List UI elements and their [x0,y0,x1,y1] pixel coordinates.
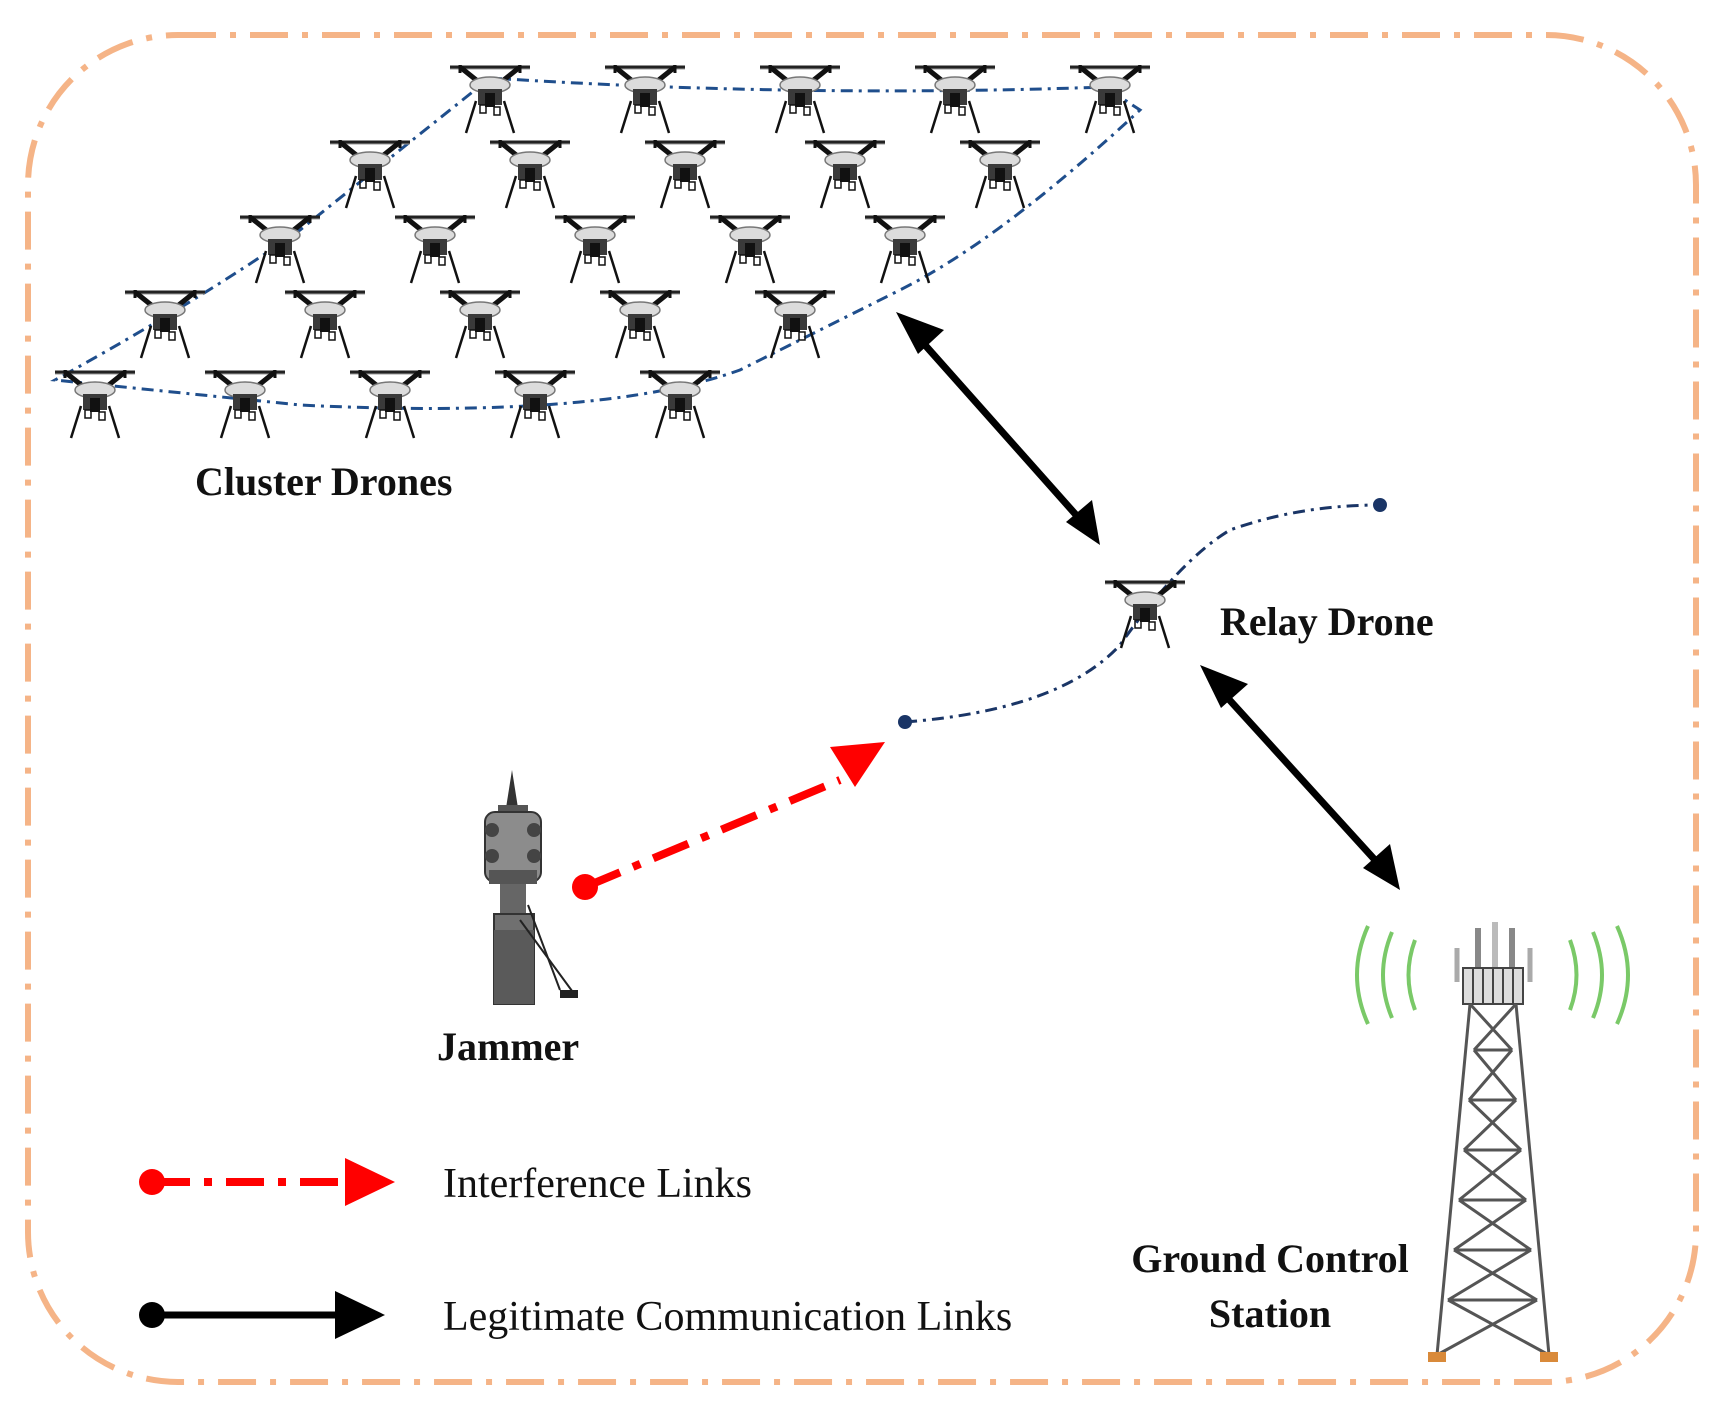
drone-icon [205,370,285,438]
arrowhead-relay [1066,500,1100,545]
arrowhead-cluster [896,312,944,354]
drone-icon [350,370,430,438]
legend-legitimate-arrowhead [335,1291,385,1339]
legend-interference-label: Interference Links [443,1161,752,1207]
trajectory-end-dot [1373,498,1387,512]
legend-legitimate-label: Legitimate Communication Links [443,1294,1012,1340]
jammer-icon [484,770,578,1005]
station-label-line1: Ground Control [1131,1236,1408,1281]
lattice-tower-icon [1428,922,1558,1362]
interference-link [583,776,842,891]
signal-waves-left [1355,925,1417,1025]
interference-arrowhead [830,742,885,787]
legend-legitimate-dot [139,1302,165,1328]
drone-icon [555,215,635,283]
system-boundary [25,32,1699,1385]
legend-interference-dot [139,1169,165,1195]
arrowhead-station [1363,844,1400,890]
arrowhead-relay-2 [1200,665,1248,708]
relay-drone-icon [1105,580,1185,648]
link-cluster-relay [922,342,1088,528]
legend-interference-arrowhead [345,1158,395,1206]
cluster-drones-label: Cluster Drones [195,459,452,504]
interference-origin-dot [572,874,598,900]
drone-icon [285,290,365,358]
drone-icon [125,290,205,358]
drone-icon [805,140,885,208]
drone-icon [240,215,320,283]
station-label-line2: Station [1209,1291,1331,1336]
cluster-drones-group [55,65,1150,438]
drone-icon [1070,65,1150,133]
drone-icon [600,290,680,358]
link-relay-station [1222,692,1378,863]
relay-drone-label: Relay Drone [1220,599,1434,644]
drone-icon [760,65,840,133]
drone-icon [915,65,995,133]
drone-icon [645,140,725,208]
drone-icon [490,140,570,208]
drone-icon [960,140,1040,208]
signal-waves-right [1568,925,1630,1025]
legend: Interference Links Legitimate Communicat… [139,1158,1012,1340]
drone-icon [605,65,685,133]
drone-icon [755,290,835,358]
drone-icon [495,370,575,438]
drone-icon [710,215,790,283]
jammer-label: Jammer [437,1024,579,1069]
drone-icon [440,290,520,358]
trajectory-start-dot [898,715,912,729]
drone-icon [395,215,475,283]
